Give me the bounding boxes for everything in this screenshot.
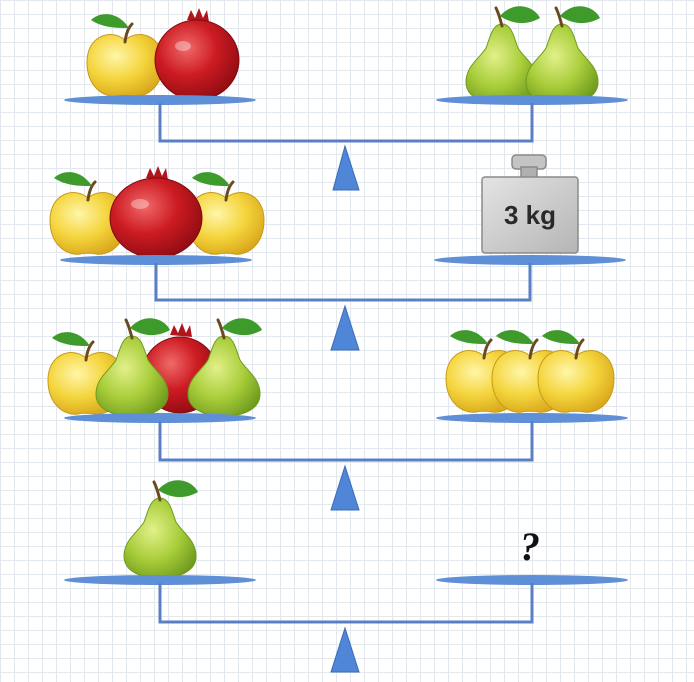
- pomegranate-icon: [109, 166, 203, 259]
- left-pan: [64, 95, 256, 105]
- apple-icon: [537, 330, 615, 413]
- scale-2-balance: [60, 255, 626, 351]
- scale-2-left-items: [49, 166, 265, 259]
- weight-label: 3 kg: [504, 200, 556, 230]
- left-pan: [60, 255, 252, 265]
- right-pan: [436, 575, 628, 585]
- scale-3: [47, 318, 628, 511]
- apple-icon: [187, 172, 265, 255]
- scale-1-left-items: [86, 8, 240, 101]
- scale-4-right-items: ?: [520, 524, 540, 569]
- balance-beam: [158, 421, 534, 462]
- balance-beam: [158, 583, 534, 624]
- right-pan: [436, 95, 628, 105]
- fulcrum-icon: [330, 626, 360, 673]
- balance-beam: [158, 103, 534, 143]
- right-pan: [434, 255, 626, 265]
- scale-3-balance: [64, 413, 628, 511]
- apple-icon: [86, 14, 164, 97]
- left-pan: [64, 413, 256, 423]
- scale-3-left-items: [47, 318, 262, 417]
- scale-4: ?: [64, 480, 628, 673]
- scale-1: [64, 6, 628, 191]
- pear-icon: [187, 318, 262, 417]
- left-pan: [64, 575, 256, 585]
- scale-2: 3 kg: [49, 154, 626, 351]
- weight-icon: 3 kg: [481, 154, 579, 254]
- question-mark: ?: [520, 524, 540, 569]
- scale-4-balance: [64, 575, 628, 673]
- scale-1-right-items: [465, 6, 600, 105]
- balance-beam: [154, 263, 532, 302]
- scale-1-balance: [64, 95, 628, 191]
- pear-icon: [465, 6, 540, 105]
- fulcrum-icon: [330, 304, 360, 351]
- pear-icon: [123, 480, 198, 579]
- fulcrum-icon: [330, 464, 360, 511]
- pear-icon: [95, 318, 170, 417]
- pear-icon: [525, 6, 600, 105]
- right-pan: [436, 413, 628, 423]
- pomegranate-icon: [154, 8, 240, 101]
- apple-icon: [49, 172, 127, 255]
- scale-3-right-items: [445, 330, 615, 413]
- scale-4-left-items: [123, 480, 198, 579]
- scale-2-right-items: 3 kg: [481, 154, 579, 254]
- fulcrum-icon: [332, 144, 360, 191]
